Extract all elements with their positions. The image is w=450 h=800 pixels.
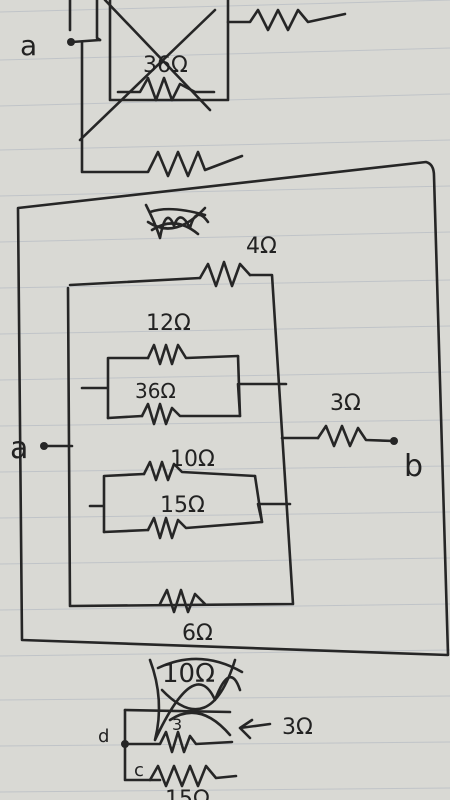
node-d-dot xyxy=(121,740,129,748)
resistor-3ohm-label: 3Ω xyxy=(330,391,361,416)
resistor-12ohm-zigzag xyxy=(146,343,240,366)
main-circuit: 4Ω 6Ω a 3Ω b 12Ω 36Ω 10Ω 15Ω xyxy=(10,234,423,646)
resistor-12ohm-label: 12Ω xyxy=(146,311,191,336)
resistor-3ohm-zigzag xyxy=(316,424,396,448)
node-a-top-label: a xyxy=(20,29,37,62)
node-c-label: c xyxy=(134,760,144,781)
bottom-resistor-3ohm-label: 3Ω xyxy=(282,715,313,740)
terminal-b-label: b xyxy=(404,449,423,484)
scribble-top xyxy=(144,203,210,240)
resistor-36ohm-label: 36Ω xyxy=(135,379,176,403)
bottom-resistor-15ohm-label: 15Ω xyxy=(165,787,210,800)
top-fragment: a 36Ω xyxy=(20,0,347,178)
resistor-15ohm-zigzag xyxy=(146,516,264,540)
top-crossed-label: 36Ω xyxy=(143,53,188,78)
terminal-b-dot xyxy=(390,437,398,445)
terminal-a-dot xyxy=(40,442,48,450)
bottom-resistor-c-zigzag xyxy=(148,764,238,788)
resistor-10ohm-zigzag xyxy=(142,460,257,482)
bottom-fragment: 10Ω 3 3Ω d c 15Ω xyxy=(98,657,313,800)
bottom-resistor-small-zigzag xyxy=(123,730,234,754)
resistor-4ohm-label: 4Ω xyxy=(246,234,277,259)
resistor-4ohm-zigzag xyxy=(198,260,252,288)
resistor-10ohm-label: 10Ω xyxy=(170,447,215,472)
node-a-top-dot xyxy=(67,38,75,46)
resistor-6ohm-zigzag xyxy=(158,588,207,614)
bottom-resistor-small-label: 3 xyxy=(172,715,182,734)
outer-frame xyxy=(16,160,450,657)
node-d-label: d xyxy=(98,726,109,747)
terminal-a-label: a xyxy=(10,431,28,466)
resistor-36ohm-zigzag xyxy=(140,402,242,426)
scribble-label: 10Ω xyxy=(162,659,215,689)
resistor-6ohm-label: 6Ω xyxy=(182,621,213,646)
resistor-15ohm-label: 15Ω xyxy=(160,493,205,518)
